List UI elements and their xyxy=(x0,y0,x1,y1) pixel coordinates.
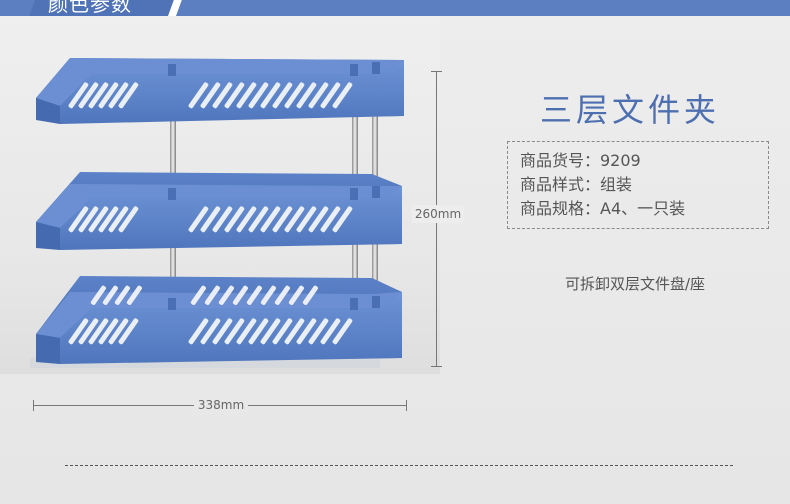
product-photo xyxy=(0,16,440,374)
product-note: 可拆卸双层文件盘/座 xyxy=(564,275,706,293)
width-dimension-cap-left xyxy=(33,400,34,411)
spec-item-style: 商品样式：组装 xyxy=(520,175,633,194)
width-dimension-cap-right xyxy=(406,400,407,411)
spec-item-code: 商品货号：9209 xyxy=(520,151,641,170)
width-dimension-label: 338mm xyxy=(194,397,248,414)
spec-item-size: 商品规格：A4、一只装 xyxy=(520,199,686,218)
height-dimension-label: 260mm xyxy=(412,205,464,223)
tray-middle xyxy=(36,172,402,250)
section-divider xyxy=(65,465,733,466)
spec-box: 商品货号：9209 商品样式：组装 商品规格：A4、一只装 xyxy=(507,141,769,229)
header-label: 颜色参数 xyxy=(48,0,132,16)
file-tray-illustration xyxy=(30,58,404,368)
product-title: 三层文件夹 xyxy=(539,91,720,129)
height-dimension-cap-top xyxy=(431,71,442,72)
tray-bottom xyxy=(36,276,402,364)
tray-top xyxy=(36,58,404,124)
height-dimension-cap-bottom xyxy=(431,366,442,367)
header-band xyxy=(0,0,790,16)
